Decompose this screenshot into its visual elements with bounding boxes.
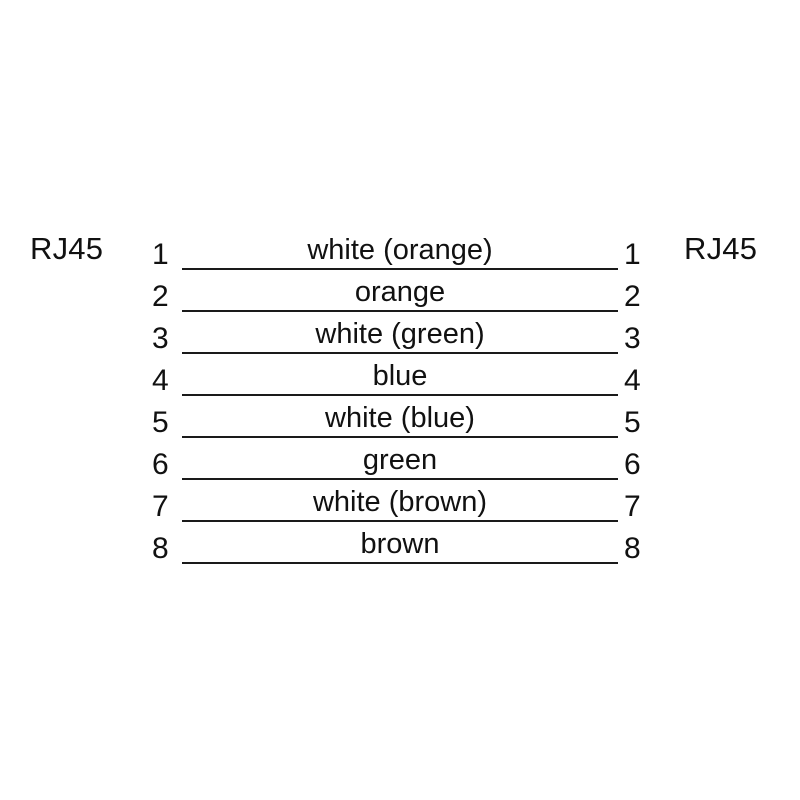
- pin-number-left: 1: [152, 238, 169, 271]
- pin-number-left: 7: [152, 490, 169, 523]
- pin-number-right: 7: [624, 490, 641, 523]
- pin-number-right: 1: [624, 238, 641, 271]
- wire-conductor-line: [182, 520, 618, 522]
- wire-conductor-line: [182, 268, 618, 270]
- pin-number-right: 4: [624, 364, 641, 397]
- pin-number-left: 6: [152, 448, 169, 481]
- wire-conductor-line: [182, 562, 618, 564]
- wire-color-label: white (brown): [312, 486, 488, 518]
- right-connector-label: RJ45: [684, 231, 758, 266]
- wire-color-label: orange: [354, 276, 446, 308]
- pin-number-right: 8: [624, 532, 641, 565]
- wire-conductor-line: [182, 394, 618, 396]
- pin-number-right: 6: [624, 448, 641, 481]
- wire-color-label: white (blue): [325, 402, 475, 434]
- pin-number-left: 8: [152, 532, 169, 565]
- wire-conductor-line: [182, 436, 618, 438]
- pin-number-left: 5: [152, 406, 169, 439]
- left-connector-label: RJ45: [30, 231, 104, 266]
- wire-conductor-line: [182, 478, 618, 480]
- wire-color-label: white (orange): [307, 234, 493, 266]
- wire-color-label: blue: [372, 360, 428, 392]
- pin-number-right: 5: [624, 406, 641, 439]
- pin-number-left: 2: [152, 280, 169, 313]
- pin-number-left: 4: [152, 364, 169, 397]
- pin-number-right: 2: [624, 280, 641, 313]
- pin-number-left: 3: [152, 322, 169, 355]
- wire-color-label: green: [362, 444, 438, 476]
- wire-color-label: brown: [360, 528, 440, 560]
- pin-number-right: 3: [624, 322, 641, 355]
- wire-color-label: white (green): [315, 318, 485, 350]
- wire-conductor-line: [182, 352, 618, 354]
- wire-conductor-line: [182, 310, 618, 312]
